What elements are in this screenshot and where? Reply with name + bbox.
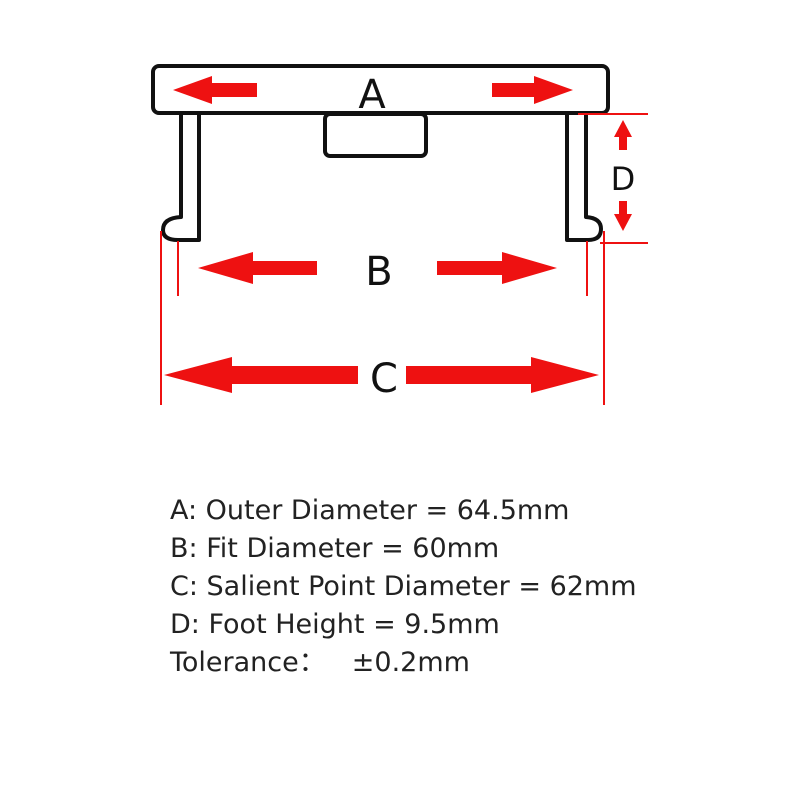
b-extension-lines xyxy=(177,241,588,296)
spec-outer-diameter: A: Outer Diameter = 64.5mm xyxy=(170,495,570,526)
label-b: B xyxy=(365,249,392,295)
arrow-c-left xyxy=(164,357,358,393)
arrow-d-down xyxy=(614,201,632,231)
label-a: A xyxy=(358,72,386,118)
spec-foot-height: D: Foot Height = 9.5mm xyxy=(170,609,500,640)
tolerance-label: Tolerance： xyxy=(170,647,326,678)
spec-salient-point-diameter: C: Salient Point Diameter = 62mm xyxy=(170,571,637,602)
right-leg xyxy=(565,114,603,242)
left-leg xyxy=(161,114,201,242)
cap-dimension-diagram: A D B C xyxy=(151,64,648,405)
cap-outline xyxy=(151,64,610,242)
arrow-a-right xyxy=(492,76,573,104)
tolerance-value: ±0.2mm xyxy=(351,647,470,678)
d-extension-lines xyxy=(578,113,648,244)
arrow-b-left xyxy=(198,252,317,284)
spec-fit-diameter: B: Fit Diameter = 60mm xyxy=(170,533,500,564)
label-c: C xyxy=(370,356,398,402)
center-clip xyxy=(323,112,428,158)
arrow-a-left xyxy=(173,76,257,104)
label-d: D xyxy=(611,160,636,198)
arrow-b-right xyxy=(437,252,557,284)
c-extension-lines xyxy=(160,231,605,405)
arrow-c-right xyxy=(406,357,599,393)
spec-list: A: Outer Diameter = 64.5mm B: Fit Diamet… xyxy=(170,492,770,682)
spec-tolerance: Tolerance： ±0.2mm xyxy=(170,644,770,682)
arrow-d-up xyxy=(614,120,632,150)
